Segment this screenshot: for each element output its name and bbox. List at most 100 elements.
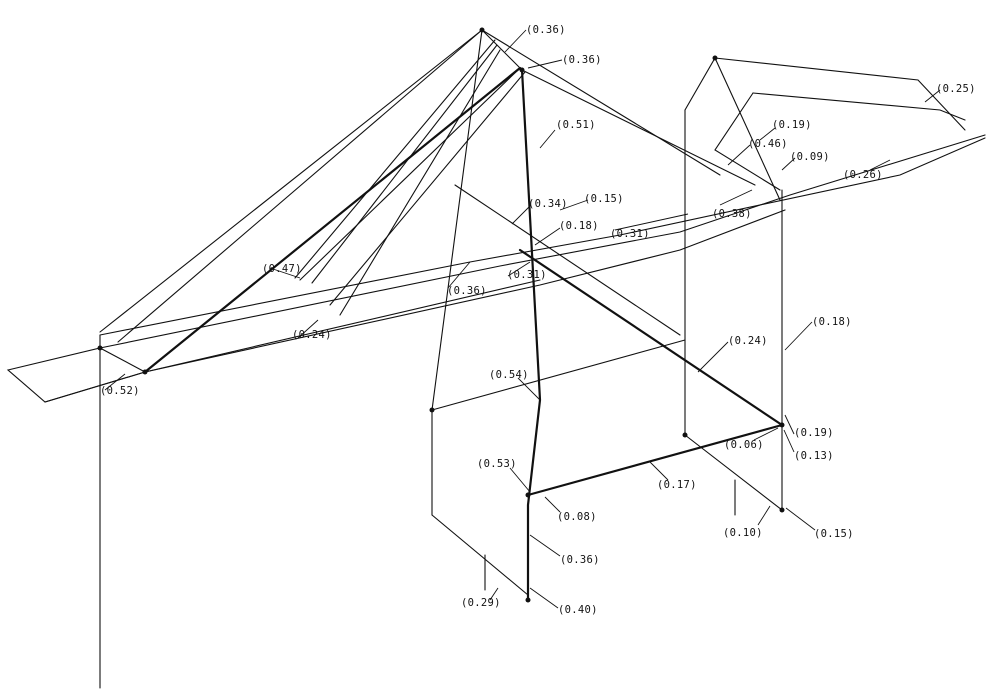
member-label: (0.29) (461, 597, 501, 609)
node-right-apex (712, 55, 718, 61)
leader-8 (511, 205, 531, 225)
member-lower-cross-1 (431, 339, 686, 411)
nodes-layer (97, 27, 785, 603)
member-label: (0.24) (728, 335, 768, 347)
node-mid-lower (525, 492, 531, 498)
member-label: (0.52) (100, 385, 140, 397)
leader-6 (781, 157, 796, 171)
member-label: (0.54) (489, 369, 529, 381)
leader-3 (924, 89, 941, 103)
member-tower-top-tie (481, 29, 523, 71)
leader-1 (527, 59, 563, 69)
member-tower-cross (454, 184, 681, 336)
leader-19 (697, 341, 729, 373)
member-tower-to-right-2 (521, 69, 756, 186)
member-label: (0.51) (556, 119, 596, 131)
member-label: (0.31) (610, 228, 650, 240)
member-stay-6 (299, 67, 521, 281)
member-label: (0.36) (447, 285, 487, 297)
member-deck-rail (144, 279, 541, 373)
member-label: (0.36) (526, 24, 566, 36)
member-stay-heavy (143, 66, 522, 374)
member-label: (0.46) (748, 138, 788, 150)
member-label: (0.08) (557, 511, 597, 523)
member-label: (0.31) (507, 269, 547, 281)
leader-24 (509, 467, 531, 493)
member-label: (0.18) (812, 316, 852, 328)
leader-28 (785, 507, 816, 531)
member-label: (0.38) (712, 208, 752, 220)
member-lower-bottom-chord-2 (684, 434, 783, 511)
node-left-pier-top (97, 345, 103, 351)
node-right-leg-bottom (682, 432, 688, 438)
leader-21 (784, 414, 795, 435)
labels-layer: (0.36) (0.36) (0.51) (0.25) (0.19) (0.46… (100, 24, 976, 616)
member-right-tower-strut (714, 92, 781, 191)
leader-0 (504, 29, 527, 53)
leader-16 (297, 319, 319, 339)
member-stay-2 (117, 29, 483, 343)
member-label: (0.25) (936, 83, 976, 95)
member-deck-back-stringer (99, 137, 986, 336)
node-left-deck (142, 369, 148, 375)
leader-26 (544, 496, 561, 513)
member-label: (0.19) (772, 119, 812, 131)
leader-11 (614, 213, 689, 231)
member-right-tower-apex (684, 56, 781, 201)
leader-22 (753, 427, 779, 441)
member-tower-leg-left (431, 29, 483, 516)
leader-29 (529, 534, 561, 557)
member-lower-bottom-chord (526, 423, 784, 497)
member-label: (0.17) (657, 479, 697, 491)
leader-9 (559, 199, 589, 211)
member-stay-7 (329, 71, 526, 306)
node-tower-top (479, 27, 485, 33)
member-label: (0.19) (794, 427, 834, 439)
member-lower-diag-long (518, 248, 784, 427)
member-label: (0.34) (528, 198, 568, 210)
member-label: (0.36) (560, 554, 600, 566)
leader-20 (517, 377, 541, 401)
node-right-leg-foot (779, 507, 785, 513)
member-label: (0.15) (814, 528, 854, 540)
leader-13 (269, 267, 301, 279)
node-mid-leg-foot (525, 597, 531, 603)
member-tower-leg-mid (520, 68, 542, 602)
member-label: (0.15) (584, 193, 624, 205)
leader-5 (727, 144, 751, 166)
member-label: (0.47) (262, 263, 302, 275)
leader-17 (104, 373, 126, 391)
leader-14 (447, 261, 471, 289)
leader-31 (529, 587, 559, 609)
leader-18 (784, 321, 813, 351)
leader-27 (757, 505, 771, 526)
members-layer (6, 29, 986, 689)
member-stay-4 (311, 44, 498, 284)
member-label: (0.36) (562, 54, 602, 66)
leader-25 (649, 461, 669, 481)
node-left-lower (429, 407, 435, 413)
member-label: (0.26) (843, 169, 883, 181)
member-stay-1 (99, 29, 483, 333)
member-deck-left-diag (44, 371, 146, 403)
leader-12 (534, 227, 561, 246)
member-lower-left-bottom (431, 514, 529, 596)
node-right-lower (779, 422, 785, 428)
member-tower-to-right (481, 29, 721, 176)
member-label: (0.53) (477, 458, 517, 470)
member-label: (0.24) (292, 329, 332, 341)
member-label: (0.40) (558, 604, 598, 616)
leaders-layer (104, 29, 941, 609)
leader-7 (869, 159, 891, 171)
member-label: (0.13) (794, 450, 834, 462)
leader-4 (759, 127, 776, 141)
leader-23 (783, 429, 795, 453)
leader-10 (719, 189, 753, 206)
member-right-top-ridge-2 (752, 92, 966, 121)
member-label: (0.06) (724, 439, 764, 451)
leader-30 (489, 587, 499, 601)
member-label: (0.10) (723, 527, 763, 539)
member-deck-front-stringer (99, 134, 986, 349)
member-deck-lower-rail (144, 209, 786, 373)
